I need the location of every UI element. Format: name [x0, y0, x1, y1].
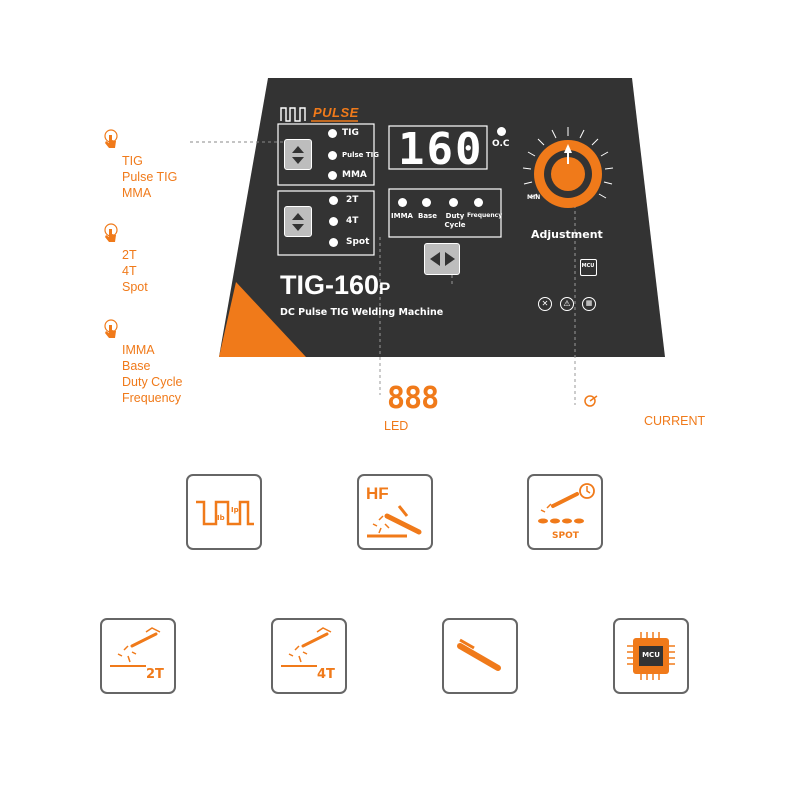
pulse-ib-label: Ib: [217, 514, 225, 522]
mcu-chip-label: MCU: [581, 263, 595, 269]
callout-trigger-4t: 4T: [122, 264, 137, 278]
mode-led-pulse-tig: [328, 151, 337, 160]
pulse-waveform-icon: [196, 500, 254, 526]
callout-mode-tig: TIG: [122, 154, 143, 168]
callout-mode-pulse-tig: Pulse TIG: [122, 170, 178, 184]
trigger-led-spot: [329, 238, 338, 247]
mcu-label: MCU: [642, 651, 660, 659]
spot-weld-icon: [538, 483, 595, 524]
mode-select-button[interactable]: [284, 139, 312, 170]
adjustment-label: Adjustment: [531, 228, 603, 241]
feature-mcu: MCU: [613, 618, 689, 694]
trigger-label-2t: 2T: [346, 195, 359, 205]
left-right-arrows-icon: [430, 252, 455, 266]
callout-trigger-2t: 2T: [122, 248, 137, 262]
touch-icon: [104, 129, 118, 148]
callout-param-base: Base: [122, 359, 151, 373]
feature-spot: SPOT: [527, 474, 603, 550]
callout-led-digits: 888: [387, 381, 439, 416]
callout-params: IMMA Base Duty Cycle Frequency: [122, 342, 182, 406]
pulse-label: PULSE: [313, 105, 359, 120]
t2-label: 2T: [146, 667, 164, 682]
electrode-holder-icon: [457, 638, 501, 671]
model-suffix: P: [379, 279, 391, 298]
trigger-led-4t: [329, 217, 338, 226]
param-label-base: Base: [418, 212, 437, 220]
mode-led-mma: [328, 171, 337, 180]
callout-param-frequency: Frequency: [122, 391, 182, 405]
warning-icon: ⚠: [560, 297, 574, 311]
callout-led-label: LED: [384, 419, 409, 433]
feature-pulse: Ib Ip: [186, 474, 262, 550]
feature-2t: 2T: [100, 618, 176, 694]
callout-current-label: CURRENT: [644, 414, 706, 428]
trigger-label-spot: Spot: [346, 237, 370, 247]
model-title: TIG-160P: [280, 270, 390, 301]
param-label-duty-cycle: Duty Cycle: [444, 212, 466, 229]
callout-triggers: 2T 4T Spot: [122, 247, 148, 295]
param-label-imma: IMMA: [391, 212, 413, 220]
callout-mode-mma: MMA: [122, 186, 152, 200]
oc-led: [497, 127, 506, 136]
mode-label-tig: TIG: [342, 128, 359, 138]
oc-label: O.C: [492, 139, 510, 149]
mcu-chip-large-icon: [627, 632, 675, 680]
mode-led-tig: [328, 129, 337, 138]
param-led-frequency: [474, 198, 483, 207]
hf-torch-icon: [367, 505, 422, 538]
knob-turn-icon: [584, 395, 598, 407]
feature-4t: 4T: [271, 618, 347, 694]
pulse-ip-label: Ip: [231, 506, 239, 514]
param-label-frequency: Frequency: [467, 212, 503, 219]
adjustment-knob[interactable]: [518, 124, 618, 224]
mode-label-mma: MMA: [342, 170, 367, 180]
model-subtitle: DC Pulse TIG Welding Machine: [280, 307, 444, 318]
spot-label: SPOT: [552, 531, 579, 541]
hf-label: HF: [366, 484, 389, 503]
no-water-icon: ✕: [538, 297, 552, 311]
callout-trigger-spot: Spot: [122, 280, 148, 294]
callout-param-imma: IMMA: [122, 343, 155, 357]
current-display: 160: [398, 124, 484, 175]
knob-min-label: MIN: [527, 194, 541, 201]
mcu-chip-icon: MCU: [580, 259, 597, 276]
t4-label: 4T: [317, 667, 335, 682]
up-down-arrows-icon: [292, 213, 304, 231]
feature-electrode-holder: [442, 618, 518, 694]
param-select-button[interactable]: [424, 243, 460, 275]
callout-param-duty-cycle: Duty Cycle: [122, 375, 183, 389]
trigger-select-button[interactable]: [284, 206, 312, 237]
callout-modes: TIG Pulse TIG MMA: [122, 153, 177, 201]
trigger-label-4t: 4T: [346, 216, 359, 226]
touch-icon: [104, 319, 118, 338]
param-led-imma: [398, 198, 407, 207]
mode-label-pulse-tig: Pulse TIG: [342, 151, 379, 159]
param-led-base: [422, 198, 431, 207]
grid-icon: ▦: [582, 297, 596, 311]
torch-2t-icon: [110, 627, 161, 667]
feature-hf: HF: [357, 474, 433, 550]
model-name: TIG-160: [280, 270, 380, 300]
touch-icon: [104, 223, 118, 242]
up-down-arrows-icon: [292, 146, 304, 164]
trigger-led-2t: [329, 196, 338, 205]
param-led-duty: [449, 198, 458, 207]
torch-4t-icon: [281, 627, 332, 667]
